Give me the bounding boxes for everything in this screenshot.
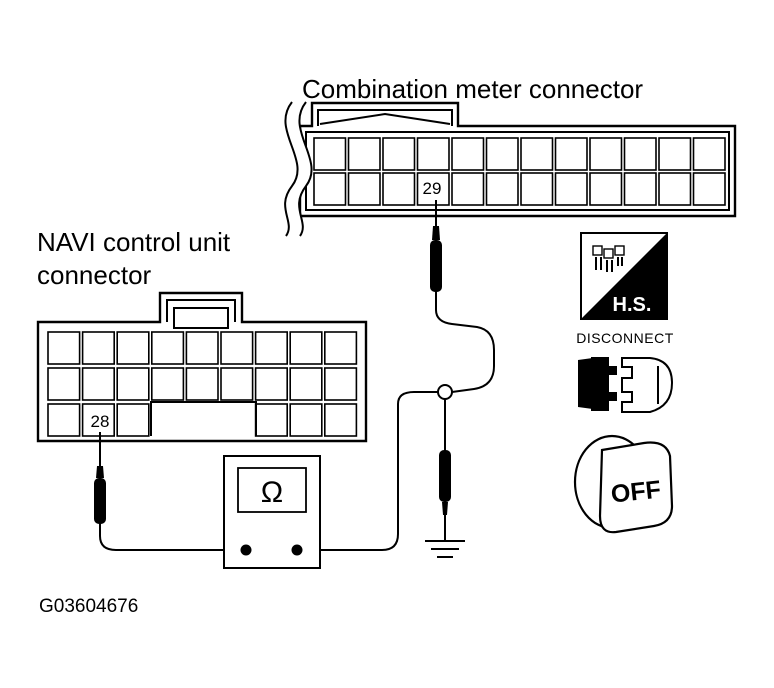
connector-cavity: [313, 137, 347, 171]
ground-icon: [425, 540, 465, 558]
connector-cavity: [658, 137, 692, 171]
combination-meter-connector: 29: [284, 101, 737, 237]
figure-id: G03604676: [39, 596, 138, 617]
probe-terminal-28: [94, 432, 106, 536]
connector-cavity: [220, 331, 254, 365]
connector-cavity: [382, 137, 416, 171]
connector-cavity: [116, 331, 150, 365]
connector-cavity: [382, 172, 416, 206]
ignition-off-icon: OFF: [573, 434, 674, 534]
connector-cavity: [323, 367, 358, 401]
connector-cavity: [416, 137, 450, 171]
terminal-28-label: 28: [91, 412, 110, 431]
connector-cavity: [254, 367, 289, 401]
meter-connector-cells: [313, 137, 726, 206]
disconnect-text: DISCONNECT: [576, 330, 674, 346]
connector-cavity: [185, 367, 219, 401]
wire-meter-to-junction: [435, 309, 495, 393]
connector-cavity: [81, 367, 115, 401]
connector-cavity: [623, 137, 657, 171]
navi-control-unit-connector: 28: [36, 291, 368, 443]
connector-cavity: [347, 172, 381, 206]
connector-cavity: [116, 403, 150, 437]
connector-cavity: [658, 172, 692, 206]
connector-cavity: [323, 403, 358, 437]
connector-cavity: [554, 137, 588, 171]
connector-cavity: [313, 172, 347, 206]
connector-cavity: [185, 331, 219, 365]
connector-cavity: [485, 172, 519, 206]
wire-navi-to-meter: [99, 535, 246, 551]
ohmmeter-icon: Ω: [223, 455, 321, 569]
connector-cavity: [451, 137, 485, 171]
connector-cavity: [520, 172, 554, 206]
wire-meter-to-junction-left: [297, 391, 438, 551]
connector-cavity: [151, 331, 185, 365]
terminal-29-label: 29: [423, 179, 442, 198]
probe-terminal-29: [430, 200, 442, 310]
disconnect-icon: [578, 357, 674, 413]
navi-connector-title-line1: NAVI control unit: [37, 227, 231, 257]
hs-text: H.S.: [613, 294, 652, 316]
hs-icon: H.S.: [580, 232, 668, 320]
connector-cavity: [589, 137, 623, 171]
connector-cavity: [485, 137, 519, 171]
off-text: OFF: [610, 475, 663, 508]
connector-cavity: [289, 331, 323, 365]
connector-cavity: [623, 172, 657, 206]
connector-cavity: [520, 137, 554, 171]
connector-cavity: [81, 331, 115, 365]
connector-cavity: [254, 403, 289, 437]
navi-connector-title-line2: connector: [37, 260, 152, 290]
connector-cavity: [47, 403, 81, 437]
connector-cavity: [47, 331, 81, 365]
connector-cavity: [47, 367, 81, 401]
connector-cavity: [589, 172, 623, 206]
junction-node: [437, 384, 453, 400]
connector-cavity: [451, 172, 485, 206]
connector-cavity: [116, 367, 150, 401]
connector-cavity: [81, 403, 115, 437]
connector-cavity: [347, 137, 381, 171]
connector-notch: [150, 401, 257, 436]
navi-connector-cells: [47, 331, 358, 437]
connector-cavity: [289, 403, 323, 437]
combination-meter-connector-title: Combination meter connector: [302, 74, 643, 104]
connector-cavity: [554, 172, 588, 206]
connector-cavity: [220, 367, 254, 401]
ohm-symbol: Ω: [261, 476, 283, 509]
connector-cavity: [323, 331, 358, 365]
connector-cavity: [289, 367, 323, 401]
connector-cavity: [416, 172, 450, 206]
probe-ground: [439, 399, 451, 540]
connector-cavity: [692, 172, 726, 206]
connector-cavity: [254, 331, 289, 365]
connector-cavity: [151, 367, 185, 401]
connector-cavity: [692, 137, 726, 171]
